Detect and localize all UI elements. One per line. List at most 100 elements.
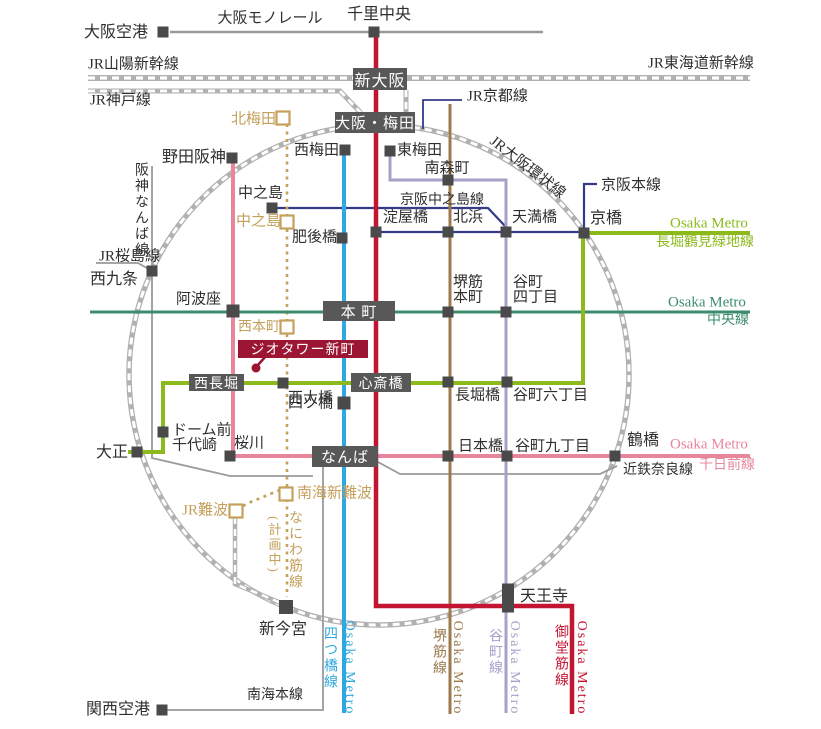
- planned-station-marker: [275, 110, 291, 126]
- map-label: 京橋: [590, 210, 623, 227]
- map-label: (計画中): [266, 516, 282, 574]
- station-marker: [279, 600, 293, 614]
- station-marker: [609, 450, 621, 462]
- map-label: 谷町: [513, 274, 544, 291]
- station-box: なんば: [312, 446, 378, 467]
- map-label: 新今宮: [259, 621, 308, 638]
- map-label: 南海新難波: [297, 485, 373, 502]
- map-label: 南海本線: [247, 688, 303, 703]
- map-label: 長堀橋: [455, 387, 501, 404]
- map-label: 阪神なんば線: [133, 162, 148, 258]
- map-label: 長堀鶴見緑地線: [656, 235, 754, 250]
- map-label: 千里中央: [347, 6, 412, 23]
- jr-yamatoji-line-hatch: [233, 517, 282, 605]
- map-label: 淀屋橋: [383, 209, 429, 226]
- map-label: 日本橋: [458, 438, 504, 455]
- station-marker: [156, 704, 168, 716]
- planned-station-marker: [279, 214, 295, 230]
- property-location-dot: [251, 363, 261, 373]
- map-label: 東梅田: [397, 142, 443, 159]
- nagahori-tsurumi-ryokuchi-line: [128, 231, 750, 454]
- station-marker: [442, 450, 454, 462]
- station-marker: [500, 226, 512, 238]
- kintetsu-nara-line: [377, 461, 618, 475]
- map-label: 阿波座: [176, 291, 222, 308]
- station-box: 大阪・梅田: [335, 112, 415, 133]
- station-marker: [226, 152, 238, 164]
- map-label: 京阪本線: [601, 177, 662, 194]
- map-label: 中央線: [707, 313, 749, 328]
- station-marker: [370, 226, 382, 238]
- station-marker: [501, 450, 513, 462]
- station-marker: [500, 306, 512, 318]
- station-marker: [336, 232, 348, 244]
- station-marker: [442, 306, 454, 318]
- map-label: 中之島: [235, 213, 281, 230]
- station-marker: [157, 426, 169, 438]
- station-marker: [266, 202, 278, 214]
- station-marker: [384, 145, 396, 157]
- map-label: 御堂筋線: [553, 624, 568, 688]
- map-label: 谷町六丁目: [513, 387, 589, 404]
- map-label: Osaka Metro: [574, 620, 589, 716]
- map-label: 堺筋: [453, 274, 484, 291]
- station-marker: [146, 265, 158, 277]
- station-marker: [226, 304, 240, 318]
- map-label: 関西空港: [85, 701, 150, 718]
- planned-station-marker: [278, 486, 294, 502]
- map-label: 四つ橋線: [322, 626, 337, 690]
- station-marker: [442, 226, 454, 238]
- map-label: Osaka Metro: [342, 620, 357, 716]
- keihan-main-line: [376, 182, 597, 234]
- map-label: Osaka Metro: [670, 436, 748, 453]
- map-label: 大阪空港: [83, 24, 148, 41]
- map-label: 西大橋: [288, 390, 334, 407]
- map-label: 西本町: [238, 320, 280, 335]
- nankai-main-line: [166, 466, 324, 711]
- map-label: 西梅田: [293, 142, 339, 159]
- map-label: 肥後橋: [291, 229, 337, 246]
- station-marker: [224, 450, 236, 462]
- map-label: 四ツ橋: [287, 395, 333, 412]
- station-marker: [277, 377, 289, 389]
- map-label: 大阪モノレール: [217, 10, 323, 27]
- map-label: 四丁目: [513, 289, 559, 306]
- map-label: 谷町九丁目: [515, 438, 591, 455]
- jr-kobe-line-hatch: [88, 89, 362, 114]
- map-label: 谷町線: [487, 628, 502, 676]
- map-label: JR京都線: [467, 88, 528, 105]
- jr-kyoto-line: [422, 99, 462, 129]
- map-label: 南森町: [424, 160, 470, 177]
- map-label: Osaka Metro: [450, 620, 465, 716]
- station-box: 心斎橋: [351, 373, 411, 392]
- map-label: 千日前線: [699, 458, 755, 473]
- station-marker: [501, 376, 513, 388]
- property-label-box: ジオタワー新町: [238, 340, 368, 358]
- map-label: 鶴橋: [627, 432, 660, 449]
- map-label: JR難波: [182, 502, 228, 519]
- planned-station-marker: [279, 319, 295, 335]
- station-marker: [578, 227, 590, 239]
- map-label: 天満橋: [512, 209, 558, 226]
- station-marker: [131, 446, 143, 458]
- map-label: 天王寺: [520, 588, 569, 605]
- station-marker: [157, 26, 169, 38]
- station-box: 新大阪: [353, 68, 407, 90]
- map-label: 北浜: [453, 209, 484, 226]
- station-marker: [442, 376, 454, 388]
- map-label: 本町: [453, 289, 484, 306]
- map-label: Osaka Metro: [507, 620, 522, 716]
- map-label: JR東海道新幹線: [648, 55, 754, 72]
- station-marker: [337, 396, 351, 410]
- map-label: 桜川: [234, 435, 265, 452]
- map-label: 西九条: [90, 271, 139, 288]
- map-label: 大正: [95, 444, 128, 461]
- map-label: 北梅田: [230, 111, 276, 128]
- map-label: JR山陽新幹線: [88, 56, 179, 73]
- map-label: なにわ筋線: [287, 510, 302, 590]
- station-box: 本 町: [323, 301, 395, 321]
- station-box: 西長堀: [189, 374, 244, 392]
- map-label: 京阪中之島線: [400, 193, 484, 208]
